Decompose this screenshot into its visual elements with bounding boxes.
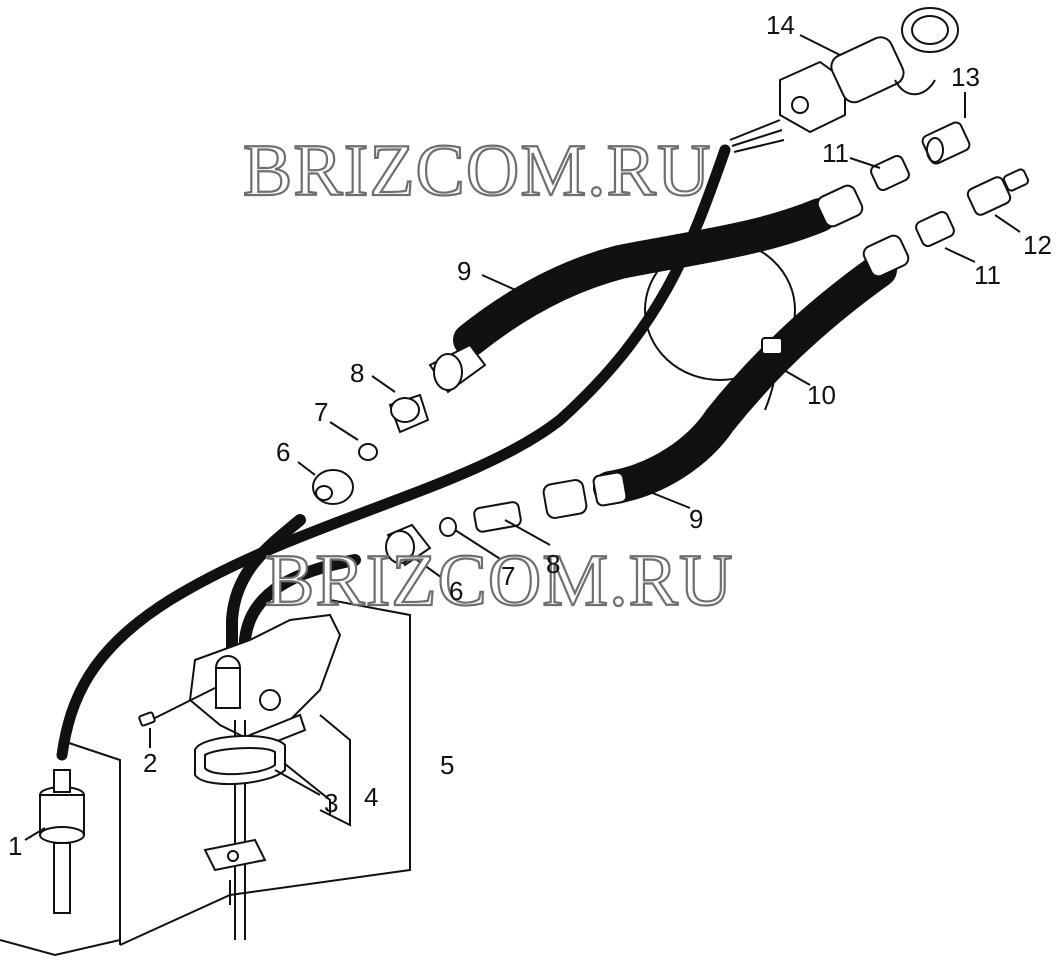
callout-7-lower: 7 — [501, 561, 515, 591]
callout-9-upper: 9 — [457, 256, 471, 286]
callout-3: 3 — [324, 788, 338, 818]
rigid-tubes — [226, 514, 361, 706]
hose-upper — [453, 198, 837, 357]
callout-4: 4 — [364, 782, 378, 812]
callout-6-upper: 6 — [276, 437, 290, 467]
callout-10: 10 — [807, 380, 836, 410]
fittings-right-middle — [862, 168, 1030, 278]
fittings-right-top — [816, 121, 971, 228]
fitting-chain-upper — [312, 343, 487, 505]
callout-5: 5 — [440, 750, 454, 780]
callout-7-upper: 7 — [314, 397, 328, 427]
callout-13: 13 — [951, 62, 980, 92]
callout-8-upper: 8 — [350, 358, 364, 388]
assembly-bracket-lines — [0, 599, 411, 957]
mounting-plate — [203, 838, 267, 872]
callout-8-lower: 8 — [546, 549, 560, 579]
callout-11-lower: 11 — [974, 260, 1001, 290]
callout-14: 14 — [766, 10, 795, 40]
callout-12: 12 — [1023, 230, 1052, 260]
connector-assembly — [779, 7, 959, 134]
watermark-top: BRIZCOM.RU — [243, 130, 711, 212]
pin-part — [138, 687, 216, 727]
yoke-bracket — [194, 735, 286, 785]
cable-tie — [644, 239, 796, 411]
callout-6-lower: 6 — [449, 576, 463, 606]
leader-lines — [24, 34, 1021, 841]
hose-lower — [593, 253, 897, 505]
callout-11-upper: 11 — [822, 138, 849, 168]
callout-9-lower: 9 — [689, 504, 703, 534]
signal-cable — [56, 119, 785, 761]
callout-1: 1 — [8, 831, 22, 861]
watermark-bottom: BRIZCOM.RU — [265, 540, 733, 622]
callout-2: 2 — [143, 748, 157, 778]
fitting-chain-lower — [385, 471, 628, 567]
sensor-body — [39, 769, 85, 914]
